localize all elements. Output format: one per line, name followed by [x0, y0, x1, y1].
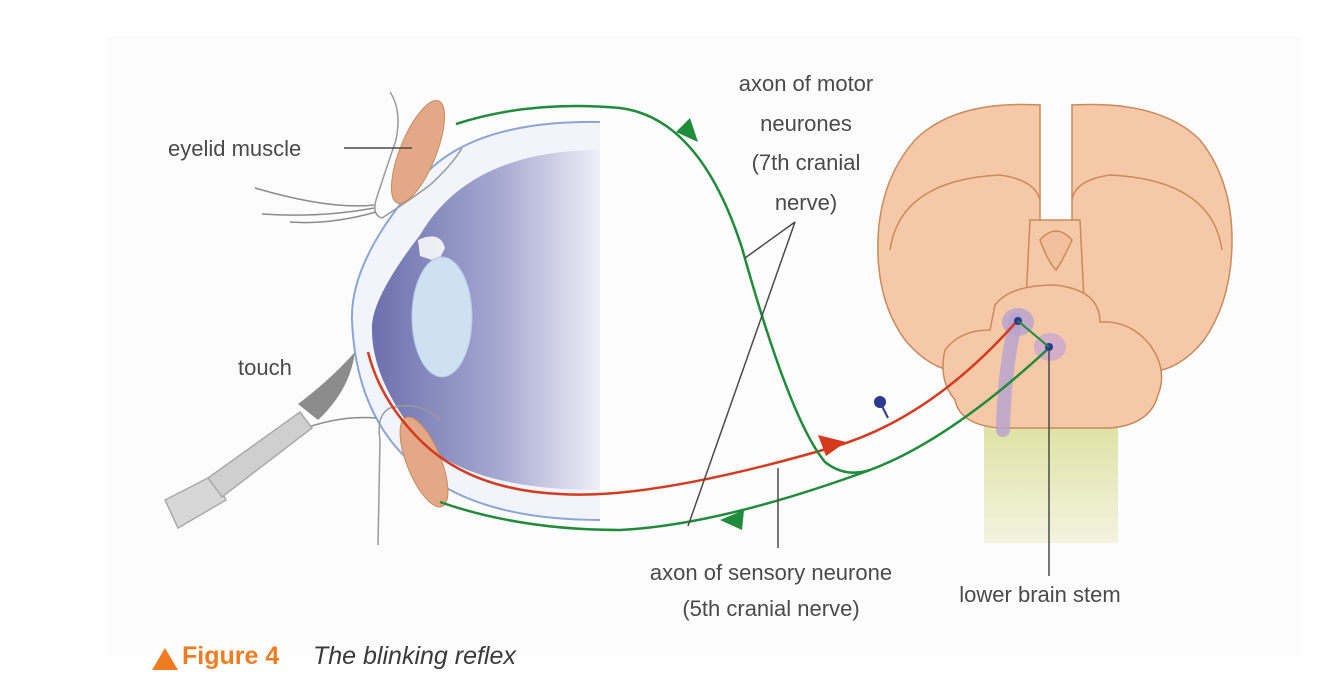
eye [352, 122, 600, 520]
label-motor-axon-4: nerve) [775, 190, 837, 215]
motor-arrow-upper-icon [676, 118, 698, 142]
label-sensory-axon-2: (5th cranial nerve) [682, 596, 859, 621]
leader-motor-2 [688, 222, 795, 526]
ganglion-cell-body [874, 396, 886, 408]
label-sensory-axon-1: axon of sensory neurone [650, 560, 892, 585]
eyelashes [255, 188, 376, 223]
label-motor-axon-3: (7th cranial [752, 150, 861, 175]
label-motor-axon-2: neurones [760, 111, 852, 136]
label-motor-axon-1: axon of motor [739, 71, 874, 96]
brush-bristles [298, 352, 355, 420]
label-touch: touch [238, 355, 292, 380]
brain [878, 104, 1232, 543]
label-brain-stem: lower brain stem [959, 582, 1120, 607]
orange-triangle-icon [152, 648, 178, 670]
caption-title: The blinking reflex [313, 642, 516, 671]
brain-stem-lower [984, 425, 1118, 543]
brush-shaft [208, 412, 312, 497]
caption-figure-number: Figure 4 [182, 642, 279, 671]
lens [412, 257, 472, 377]
label-eyelid-muscle: eyelid muscle [168, 136, 301, 161]
leader-motor-1 [745, 222, 795, 258]
